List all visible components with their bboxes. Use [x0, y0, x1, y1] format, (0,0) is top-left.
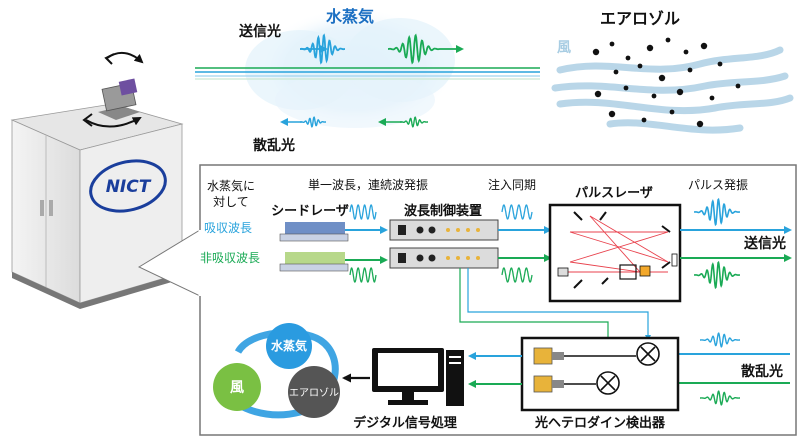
beam-lines [195, 67, 540, 80]
scatter-wave-green [700, 390, 740, 406]
pulse-wave-green [694, 260, 740, 290]
injection-lock-label: 注入同期 [488, 177, 536, 192]
pulse-laser [548, 203, 682, 303]
scatter-wave-blue [700, 332, 740, 348]
aerosol-particle [676, 88, 684, 96]
aerosol-particle [700, 42, 708, 50]
result-aerosol [288, 366, 340, 418]
aerosol-particles [592, 37, 741, 128]
heterodyne-detector-label: 光ヘテロダイン検出器 [534, 415, 666, 431]
scatter-pulse-blue [300, 116, 326, 128]
aerosol-particle [717, 61, 723, 67]
aerosol-particle [625, 55, 631, 61]
aerosol-particle [665, 37, 671, 43]
aerosol-particle [609, 41, 615, 47]
wind-label: 風 [557, 40, 571, 56]
result-wind [213, 363, 261, 411]
wavelength-controller [389, 219, 499, 269]
absorb-label-line2: 対して [213, 195, 249, 209]
cw-wave-blue-1 [349, 204, 377, 220]
computer-icon [372, 348, 464, 406]
aerosol-label: エアロゾル [600, 9, 680, 28]
svg-text:風: 風 [230, 380, 244, 396]
aerosol-particle [592, 48, 600, 56]
atmosphere-scene: 水蒸気 送信光 散乱光 風 エアロゾル [195, 7, 794, 154]
nonabsorb-wavelength-label: 非吸収波長 [200, 251, 260, 265]
scanner-head [98, 78, 140, 120]
digital-processing-label: デジタル信号処理 [353, 415, 457, 431]
cw-wave-green-1 [349, 267, 377, 283]
seed-laser-label: シードレーザ [271, 204, 349, 219]
svg-text:水蒸気: 水蒸気 [271, 338, 307, 353]
aerosol-particle [696, 120, 704, 128]
aerosol-particle [608, 110, 616, 118]
heterodyne-detector [520, 336, 680, 412]
water-vapor-label: 水蒸気 [326, 7, 374, 26]
aerosol-particle [669, 109, 675, 115]
absorb-label-line1: 水蒸気に [207, 178, 255, 193]
result-vapor [266, 323, 312, 369]
seed-laser-blue [279, 222, 349, 242]
transmit-output-label: 送信光 [743, 235, 786, 252]
rotate-arrow-base [85, 117, 142, 128]
scattered-input-label: 散乱光 [741, 363, 783, 380]
wavelength-control-label: 波長制御装置 [404, 203, 482, 219]
transmit-light-label: 送信光 [238, 23, 281, 40]
aerosol-particle [687, 67, 693, 73]
aerosol-particle [658, 74, 666, 82]
aerosol-particle [646, 44, 654, 52]
pulse-laser-label: パルスレーザ [575, 186, 653, 201]
scattered-light-label: 散乱光 [253, 137, 295, 154]
aerosol-particle [623, 85, 629, 91]
system-diagram: 水蒸気に 対して 吸収波長 非吸収波長 単一波長，連続波発振 注入同期 パルス発… [198, 164, 797, 436]
pulse-osc-label: パルス発振 [688, 178, 748, 192]
single-cw-label: 単一波長，連続波発振 [308, 178, 428, 192]
aerosol-particle [651, 93, 657, 99]
wind-swooshes [551, 46, 794, 134]
seed-laser-green [279, 252, 349, 272]
aerosol-particle [683, 49, 689, 55]
cw-wave-green-2 [501, 267, 533, 283]
svg-text:エアロゾル: エアロゾル [289, 387, 339, 399]
aerosol-particle [613, 69, 619, 75]
absorb-wavelength-label: 吸収波長 [204, 221, 252, 235]
aerosol-particle [735, 83, 741, 89]
pulse-wave-blue [694, 197, 740, 227]
aerosol-particle [594, 90, 602, 98]
aerosol-particle [709, 95, 715, 101]
svg-text:NICT: NICT [106, 177, 152, 197]
scatter-pulse-green [400, 116, 428, 128]
aerosol-particle [641, 117, 647, 123]
nict-logo: NICT [89, 159, 167, 213]
results-cluster: 風 水蒸気 エアロゾル [213, 323, 340, 419]
aerosol-particle [637, 63, 643, 69]
cw-wave-blue-2 [501, 204, 533, 220]
transmit-pulse-green [388, 33, 440, 65]
